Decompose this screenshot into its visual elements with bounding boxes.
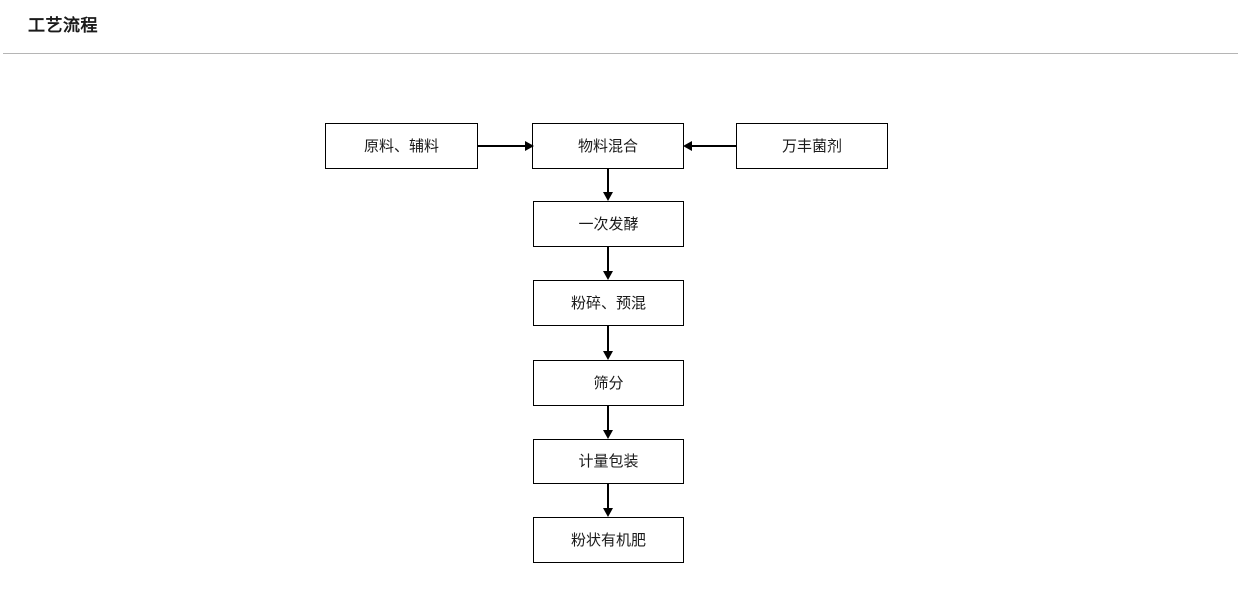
arrow-down-icon-ferment-to-crush: [603, 247, 613, 280]
flow-node-label: 计量包装: [578, 453, 639, 470]
arrow-down-icon-package-to-product: [603, 484, 613, 517]
flow-node-label: 粉状有机肥: [570, 531, 646, 549]
flow-node-label: 粉碎、预混: [570, 294, 646, 312]
flow-node-label: 原料、辅料: [363, 137, 439, 155]
flow-node-label: 物料混合: [577, 137, 638, 155]
flow-node-crushing-premixing: 粉碎、预混: [533, 280, 684, 326]
flow-node-raw-materials: 原料、辅料: [325, 123, 478, 169]
flow-node-screening: 筛分: [533, 360, 684, 406]
arrow-down-icon-crush-to-sieve: [603, 326, 613, 360]
arrow-left-icon-agent-to-mix: [683, 141, 737, 151]
header-divider: [3, 53, 1238, 54]
flow-node-label: 一次发酵: [578, 215, 639, 233]
arrow-right-icon-raw-to-mix: [478, 141, 534, 151]
flow-node-label: 万丰菌剂: [781, 137, 842, 155]
flow-node-primary-fermentation: 一次发酵: [533, 201, 684, 247]
arrow-down-icon-mix-to-ferment: [603, 169, 613, 201]
flow-node-metering-packaging: 计量包装: [533, 439, 684, 484]
flow-node-powder-organic-fertilizer: 粉状有机肥: [533, 517, 684, 563]
flow-node-label: 筛分: [593, 374, 624, 392]
page-header: 工艺流程: [0, 0, 1243, 55]
page-title: 工艺流程: [28, 16, 98, 35]
flow-node-material-mixing: 物料混合: [532, 123, 684, 169]
flow-node-wanfeng-inoculant: 万丰菌剂: [736, 123, 888, 169]
arrow-down-icon-sieve-to-package: [603, 406, 613, 439]
process-flow-diagram: 原料、辅料 物料混合 万丰菌剂 一次发酵 粉碎、预混 筛分 计量包装 粉状有机肥: [0, 55, 1243, 616]
